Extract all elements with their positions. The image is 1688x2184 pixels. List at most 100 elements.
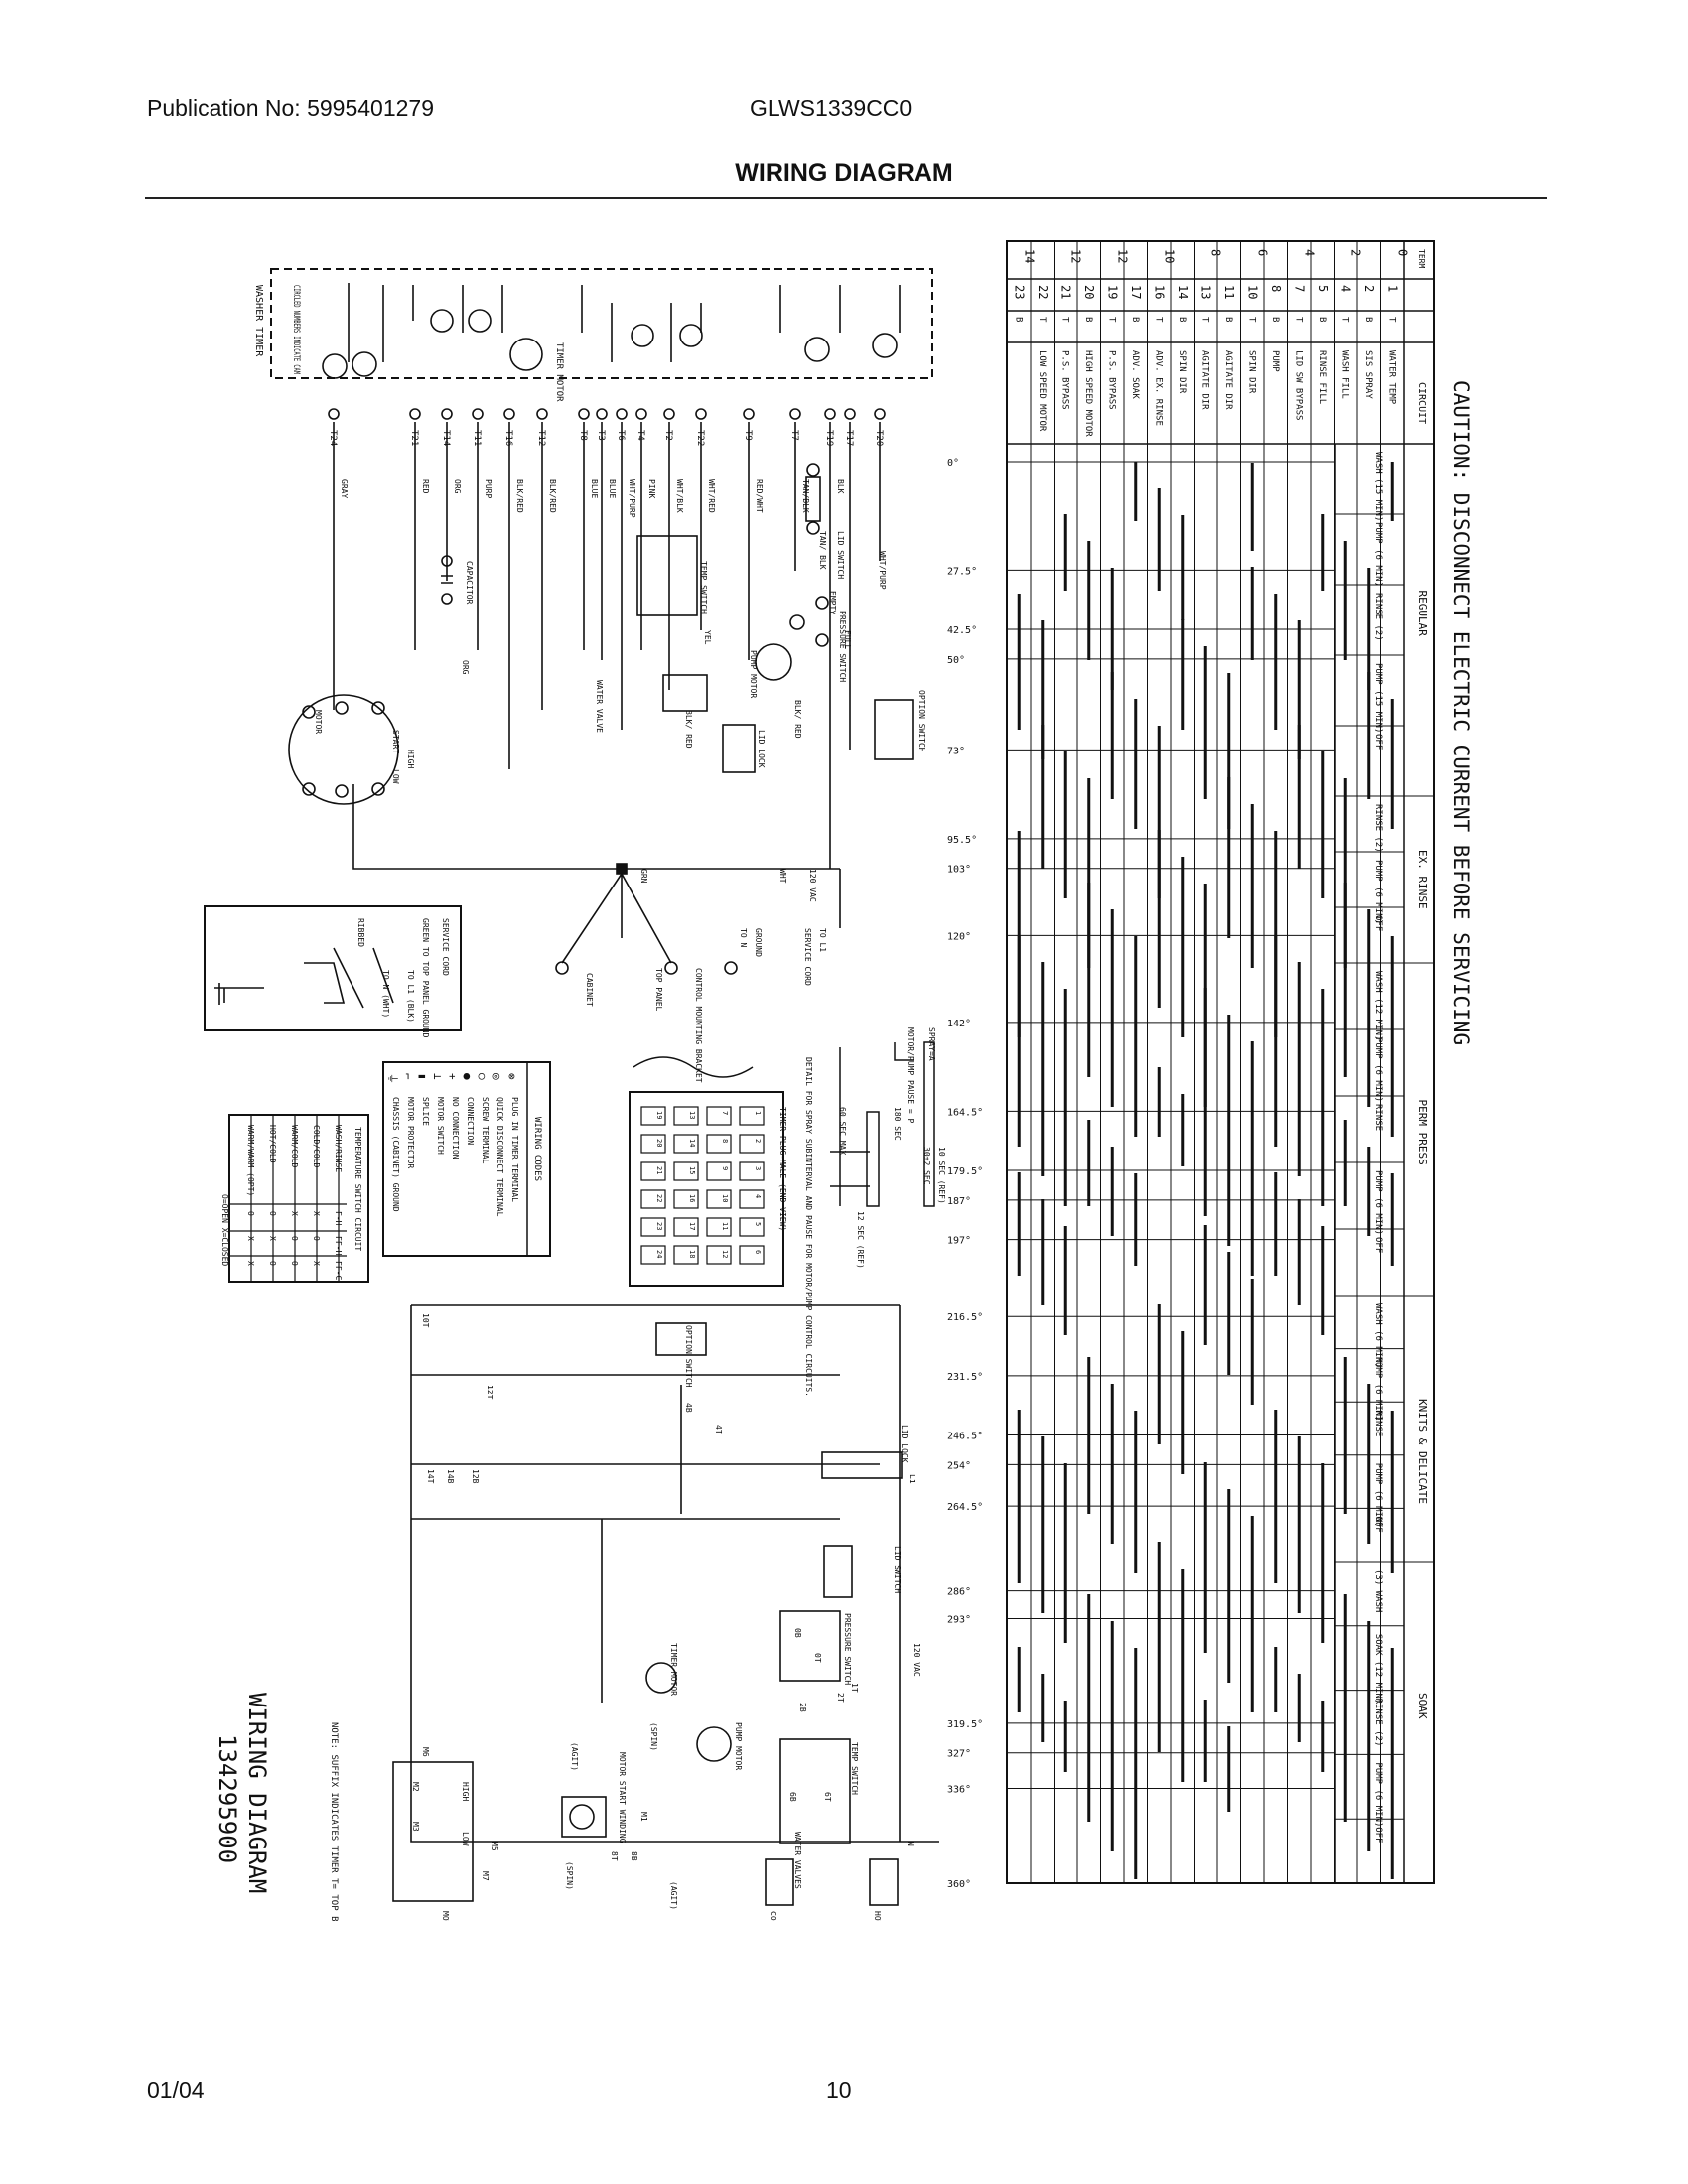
cam-number: 8 [1208,249,1222,256]
pictorial-label: 120 VAC [808,869,817,902]
circuit-name: PUMP [1270,350,1280,372]
schematic-label: M5 [491,1842,499,1851]
schematic-label: LID LOCK [900,1425,909,1463]
cam-number: 4 [1302,249,1316,256]
wiring-code-symbol: ⏚ [386,1073,399,1084]
wiring-code-label: MOTOR SWITCH [436,1097,445,1155]
wiring-code-label: CONNECTION [466,1097,475,1145]
terminal-number: 21 [1058,285,1072,299]
pictorial-label: LID LOCK [757,730,766,768]
terminal-label: T24 [328,430,338,446]
terminal-position: B [1177,317,1187,322]
spray-detail-label: 180 SEC [893,1107,902,1141]
terminal-label: T3 [596,430,606,441]
wire-color-label: WHT/BLK [675,479,684,513]
terminal-position: T [1059,317,1069,323]
cycle-step: RINSE [1373,1410,1383,1436]
cycle-step: PUMP (6 MIN) [1373,1170,1383,1235]
cam-number: 14 [1022,249,1036,263]
pictorial-label: TAN/ BLK [818,531,827,570]
temp-switch-cell: O [290,1261,299,1266]
timer-terminal [328,408,340,420]
pictorial-label: PRESSURE SWITCH [838,611,847,682]
cycle-step: PUMP (6 MIN) [1373,1357,1383,1422]
schematic-label: 0T [813,1653,822,1663]
wiring-code-symbol: ⊗ [505,1073,518,1080]
plug-pin [673,1106,699,1126]
cycle-step: PUMP (6 MIN) [1373,522,1383,587]
schematic-label: 14T [426,1469,435,1484]
degree-label: 360° [947,1879,971,1890]
cycle-step: OFF [1373,1516,1383,1532]
schematic-label: HOT [873,1911,882,1921]
pictorial-label: CAPACITOR [465,561,474,605]
pictorial-label: PUMP MOTOR [749,650,758,698]
cam-number: 2 [1348,249,1362,256]
cam-4-marker [804,337,830,362]
plug-pin-number: 15 [688,1166,696,1174]
cycle-step: SOAK (12 MIN) [1373,1634,1383,1704]
cycle-step: RINSE (2) [1373,804,1383,853]
terminal-position: T [1153,317,1163,323]
circuit-name: ADV. EX. RINSE [1153,350,1163,426]
temp-switch-cell: O [268,1261,277,1266]
circuit-name: SIS SPRAY [1363,350,1373,399]
pictorial-label: BLK/ RED [793,700,802,739]
plug-pin [673,1161,699,1181]
model-number: GLWS1339CC0 [750,95,913,121]
degree-label: 142° [947,1019,971,1029]
circuit-name: RINSE FILL [1317,350,1327,404]
page-title: WIRING DIAGRAM [735,159,953,187]
service-cord-label: SERVICE CORD [441,918,450,976]
degree-label: 73° [947,746,965,756]
spray-detail-label: SPRAY=A [927,1027,936,1061]
circuit-name: SPIN DIR [1177,350,1187,394]
schematic-label: PRESSURE SWITCH [843,1613,852,1685]
plug-pin [673,1217,699,1237]
cycle-name: EX. RINSE [1416,850,1429,909]
plug-pin-number: 11 [721,1222,729,1230]
wire-color-label: BLUE [590,479,599,498]
schematic-label: 2B [798,1703,807,1712]
cycle-step: OFF [1373,915,1383,931]
pictorial-wiring: WASHER TIMER CIRCLED NUMBERS INDICATE CA… [253,268,933,1083]
plug-pin-number: 20 [655,1139,663,1147]
terminal-number: 10 [1245,285,1259,299]
wiring-code-symbol: ◎ [491,1073,503,1080]
timer-terminal [695,408,707,420]
terminal-label: T12 [536,430,546,446]
schematic-label: (SPIN) [649,1722,658,1751]
plug-pin-number: 6 [754,1250,762,1254]
wiring-code-symbol: ⌐ [401,1073,414,1080]
schematic-title: WIRING DIAGRAM [243,1693,271,1893]
timer-terminal [536,408,548,420]
plug-pin [739,1134,765,1154]
cam-2-marker [631,324,654,347]
wire-color-label: WHT/RED [707,479,716,513]
degree-label: 0° [947,458,959,469]
wiring-code-label: QUICK DISCONNECT TERMINAL [495,1097,504,1217]
wire-color-label: TAN/BLK [801,479,810,513]
cycle-step: OFF [1373,1827,1383,1843]
cycle-step: PUMP (6 MIN) [1373,1463,1383,1528]
plug-pin-number: 2 [754,1139,762,1143]
circled-numbers-note: CIRCLED NUMBERS INDICATE CAM [291,285,301,374]
terminal-position: T [1106,317,1116,323]
degree-label: 216.5° [947,1312,983,1323]
schematic-label: 120 VAC [913,1643,921,1677]
timer-terminal [663,408,675,420]
degree-label: 95.5° [947,835,977,846]
circuit-name: LOW SPEED MOTOR [1037,350,1047,432]
degree-label: 293° [947,1614,971,1625]
pictorial-label: LOW [391,769,400,784]
terminal-number: 11 [1222,285,1236,299]
plug-pin-number: 4 [754,1194,762,1198]
timer-terminal [503,408,515,420]
plug-pin [640,1245,666,1265]
schematic-label: (SPIN) [565,1861,574,1890]
wiring-code-label: MOTOR PROTECTOR [406,1097,415,1168]
schematic-label: M7 [481,1871,490,1881]
cycle-step: PUMP (6 MIN) [1373,860,1383,924]
plug-pin-number: 12 [721,1250,729,1258]
terminal-label: T2 [663,430,673,441]
